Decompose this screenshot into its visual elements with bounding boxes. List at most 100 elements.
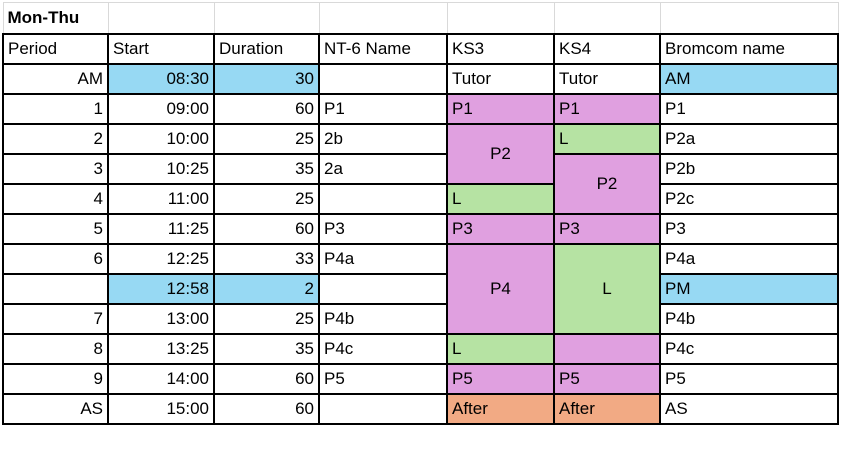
nt6-cell[interactable]: 2a (318, 152, 448, 185)
duration-cell[interactable]: 35 (213, 152, 320, 185)
bromcom-cell[interactable]: AS (659, 392, 839, 425)
period-cell[interactable]: 3 (2, 152, 109, 185)
start-cell[interactable]: 12:25 (107, 242, 215, 275)
nt6-cell[interactable] (318, 272, 448, 305)
duration-cell[interactable]: 25 (213, 302, 320, 335)
period-cell[interactable]: 7 (2, 302, 109, 335)
ks4-cell[interactable]: Tutor (553, 62, 661, 95)
empty-cell[interactable] (107, 2, 215, 34)
bromcom-cell[interactable]: AM (659, 62, 839, 95)
nt6-cell[interactable]: 2b (318, 122, 448, 155)
ks3-cell[interactable]: P3 (446, 212, 555, 245)
nt6-cell[interactable]: P4b (318, 302, 448, 335)
ks3-cell[interactable]: P1 (446, 92, 555, 125)
header-start[interactable]: Start (107, 32, 215, 65)
period-cell[interactable]: AM (2, 62, 109, 95)
ks4-cell[interactable] (553, 332, 661, 365)
nt6-cell[interactable] (318, 392, 448, 425)
ks3-cell[interactable]: P2 (446, 122, 555, 185)
period-cell[interactable] (2, 272, 109, 305)
period-cell[interactable]: 9 (2, 362, 109, 395)
nt6-cell[interactable]: P4a (318, 242, 448, 275)
period-cell[interactable]: 8 (2, 332, 109, 365)
duration-cell[interactable]: 35 (213, 332, 320, 365)
bromcom-cell[interactable]: P4c (659, 332, 839, 365)
duration-cell[interactable]: 60 (213, 392, 320, 425)
bromcom-cell[interactable]: P2a (659, 122, 839, 155)
table-row: 6 12:25 33 P4a P4 L P4a (2, 242, 839, 335)
period-cell[interactable]: 4 (2, 182, 109, 215)
start-cell[interactable]: 10:00 (107, 122, 215, 155)
ks3-cell[interactable]: L (446, 182, 555, 215)
duration-cell[interactable]: 25 (213, 182, 320, 215)
duration-cell[interactable]: 60 (213, 92, 320, 125)
start-cell[interactable]: 10:25 (107, 152, 215, 185)
header-bromcom-name[interactable]: Bromcom name (659, 32, 839, 65)
empty-cell[interactable] (213, 2, 320, 34)
period-cell[interactable]: 2 (2, 122, 109, 155)
table-row: 2 10:00 25 2b P2 L P2a (2, 122, 839, 185)
bromcom-cell[interactable]: P2b (659, 152, 839, 185)
empty-cell[interactable] (446, 2, 555, 34)
start-cell[interactable]: 08:30 (107, 62, 215, 95)
duration-cell[interactable]: 30 (213, 62, 320, 95)
start-cell[interactable]: 09:00 (107, 92, 215, 125)
ks4-cell[interactable]: L (553, 242, 661, 335)
empty-cell[interactable] (659, 2, 839, 34)
bromcom-cell[interactable]: P2c (659, 182, 839, 215)
duration-cell[interactable]: 25 (213, 122, 320, 155)
ks4-cell[interactable]: P1 (553, 92, 661, 125)
start-cell[interactable]: 15:00 (107, 392, 215, 425)
empty-cell[interactable] (553, 2, 661, 34)
table-row: 3 10:25 35 2a P2 P2b (2, 152, 839, 215)
start-cell[interactable]: 13:25 (107, 332, 215, 365)
bromcom-cell[interactable]: PM (659, 272, 839, 305)
header-ks3[interactable]: KS3 (446, 32, 555, 65)
ks4-cell[interactable]: P3 (553, 212, 661, 245)
ks3-cell[interactable]: P5 (446, 362, 555, 395)
table-row: 5 11:25 60 P3 P3 P3 P3 (2, 212, 839, 245)
ks3-cell[interactable]: P4 (446, 242, 555, 335)
table-row: 9 14:00 60 P5 P5 P5 P5 (2, 362, 839, 395)
period-cell[interactable]: 6 (2, 242, 109, 275)
period-cell[interactable]: 5 (2, 212, 109, 245)
start-cell[interactable]: 11:25 (107, 212, 215, 245)
table-row: 4 11:00 25 L P2c (2, 182, 839, 215)
ks4-cell[interactable]: P2 (553, 152, 661, 215)
start-cell[interactable]: 11:00 (107, 182, 215, 215)
duration-cell[interactable]: 60 (213, 362, 320, 395)
ks3-cell[interactable]: L (446, 332, 555, 365)
header-duration[interactable]: Duration (213, 32, 320, 65)
nt6-cell[interactable]: P1 (318, 92, 448, 125)
ks4-cell[interactable]: P5 (553, 362, 661, 395)
bromcom-cell[interactable]: P4b (659, 302, 839, 335)
header-period[interactable]: Period (2, 32, 109, 65)
nt6-cell[interactable] (318, 182, 448, 215)
duration-cell[interactable]: 2 (213, 272, 320, 305)
ks4-cell[interactable]: L (553, 122, 661, 155)
period-cell[interactable]: 1 (2, 92, 109, 125)
duration-cell[interactable]: 60 (213, 212, 320, 245)
nt6-cell[interactable]: P3 (318, 212, 448, 245)
header-nt6-name[interactable]: NT-6 Name (318, 32, 448, 65)
bromcom-cell[interactable]: P4a (659, 242, 839, 275)
table-row: 7 13:00 25 P4b P4b (2, 302, 839, 335)
bromcom-cell[interactable]: P5 (659, 362, 839, 395)
table-row: 8 13:25 35 P4c L P4c (2, 332, 839, 365)
header-ks4[interactable]: KS4 (553, 32, 661, 65)
sheet-title[interactable]: Mon-Thu (2, 2, 109, 34)
empty-cell[interactable] (318, 2, 448, 34)
start-cell[interactable]: 12:58 (107, 272, 215, 305)
duration-cell[interactable]: 33 (213, 242, 320, 275)
ks3-cell[interactable]: Tutor (446, 62, 555, 95)
bromcom-cell[interactable]: P3 (659, 212, 839, 245)
nt6-cell[interactable]: P4c (318, 332, 448, 365)
start-cell[interactable]: 13:00 (107, 302, 215, 335)
ks4-cell[interactable]: After (553, 392, 661, 425)
nt6-cell[interactable]: P5 (318, 362, 448, 395)
bromcom-cell[interactable]: P1 (659, 92, 839, 125)
nt6-cell[interactable] (318, 62, 448, 95)
start-cell[interactable]: 14:00 (107, 362, 215, 395)
ks3-cell[interactable]: After (446, 392, 555, 425)
period-cell[interactable]: AS (2, 392, 109, 425)
